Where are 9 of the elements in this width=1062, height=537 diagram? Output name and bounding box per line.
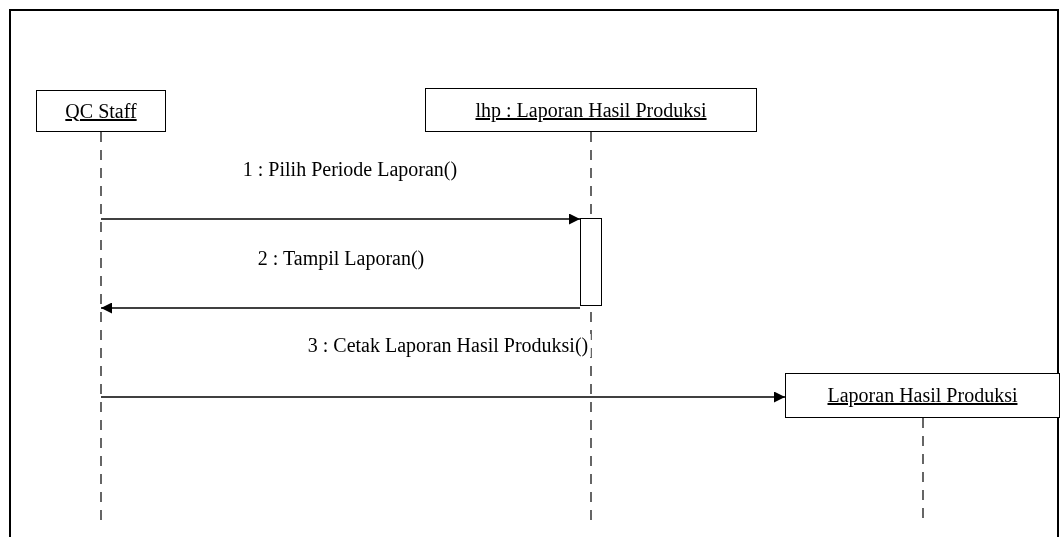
edge-label: 2 : Tampil Laporan() [255,247,427,270]
message-arrow [100,302,581,314]
object-name: lhp : Laporan Hasil Produksi [475,98,707,122]
message-arrow [100,391,786,403]
object-name: QC Staff [65,99,137,123]
message-arrow [100,213,581,225]
object-name: Laporan Hasil Produksi [827,384,1018,407]
edge-label: 3 : Cetak Laporan Hasil Produksi() [305,334,591,357]
activation-bar [580,218,602,306]
